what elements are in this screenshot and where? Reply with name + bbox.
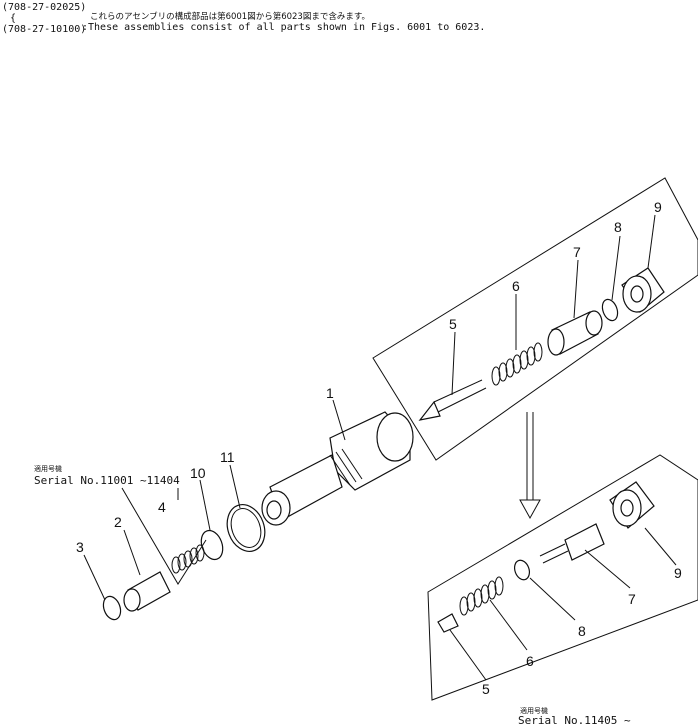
header-japanese-note: これらのアセンブリの構成部品は第6001図から第6023図まで含みます。 — [90, 12, 370, 22]
serial-right-jp: 適用号機 — [520, 706, 548, 715]
callout-2: 2 — [114, 514, 122, 530]
part-4-spring — [171, 544, 205, 574]
callout-4: 4 — [158, 499, 166, 515]
part-7-seat — [547, 310, 603, 356]
serial-left-label: Serial No.11001 ~11404 — [34, 474, 180, 487]
part-4-bracket — [121, 487, 207, 585]
serial-right-label: Serial No.11405 ~ — [518, 714, 631, 726]
part-3-snap-ring — [102, 595, 122, 621]
part-5-plunger-alt — [437, 613, 459, 633]
callout-7: 7 — [573, 244, 581, 260]
callout-7-alt: 7 — [628, 591, 636, 607]
part-1-valve-body — [261, 411, 414, 526]
header-code-2: (708-27-10100) — [2, 24, 87, 35]
part-11-o-ring-inner — [230, 508, 262, 548]
callout-6: 6 — [512, 278, 520, 294]
callout-8-alt: 8 — [578, 623, 586, 639]
callout-5: 5 — [449, 316, 457, 332]
header-brace: { — [10, 13, 17, 24]
part-9-nut-alt — [609, 481, 655, 529]
part-9-nut — [621, 267, 665, 313]
part-6-spring — [491, 342, 543, 386]
part-5-plunger — [418, 379, 487, 421]
leader-lines — [83, 214, 677, 681]
callout-6-alt: 6 — [526, 653, 534, 669]
down-arrow-icon — [519, 412, 541, 520]
detail-frame-lower — [427, 454, 698, 701]
part-8-o-ring-alt — [513, 559, 531, 581]
header-english-note: :These assemblies consist of all parts s… — [82, 22, 486, 33]
part-2-sleeve — [123, 571, 171, 612]
part-7-seat-alt — [539, 523, 605, 564]
part-6-spring-alt — [459, 576, 504, 616]
serial-left-jp: 適用号機 — [34, 464, 62, 473]
callout-9-alt: 9 — [674, 565, 682, 581]
callout-1: 1 — [326, 385, 334, 401]
callout-5-alt: 5 — [482, 681, 490, 697]
callout-8: 8 — [614, 219, 622, 235]
callout-9: 9 — [654, 199, 662, 215]
part-8-o-ring — [601, 298, 619, 322]
part-10-ring — [200, 529, 224, 561]
header-code-1: (708-27-02025) — [2, 2, 87, 13]
callout-3: 3 — [76, 539, 84, 555]
callout-11: 11 — [220, 449, 235, 465]
callout-10: 10 — [190, 465, 206, 481]
detail-frame-upper — [372, 177, 698, 461]
